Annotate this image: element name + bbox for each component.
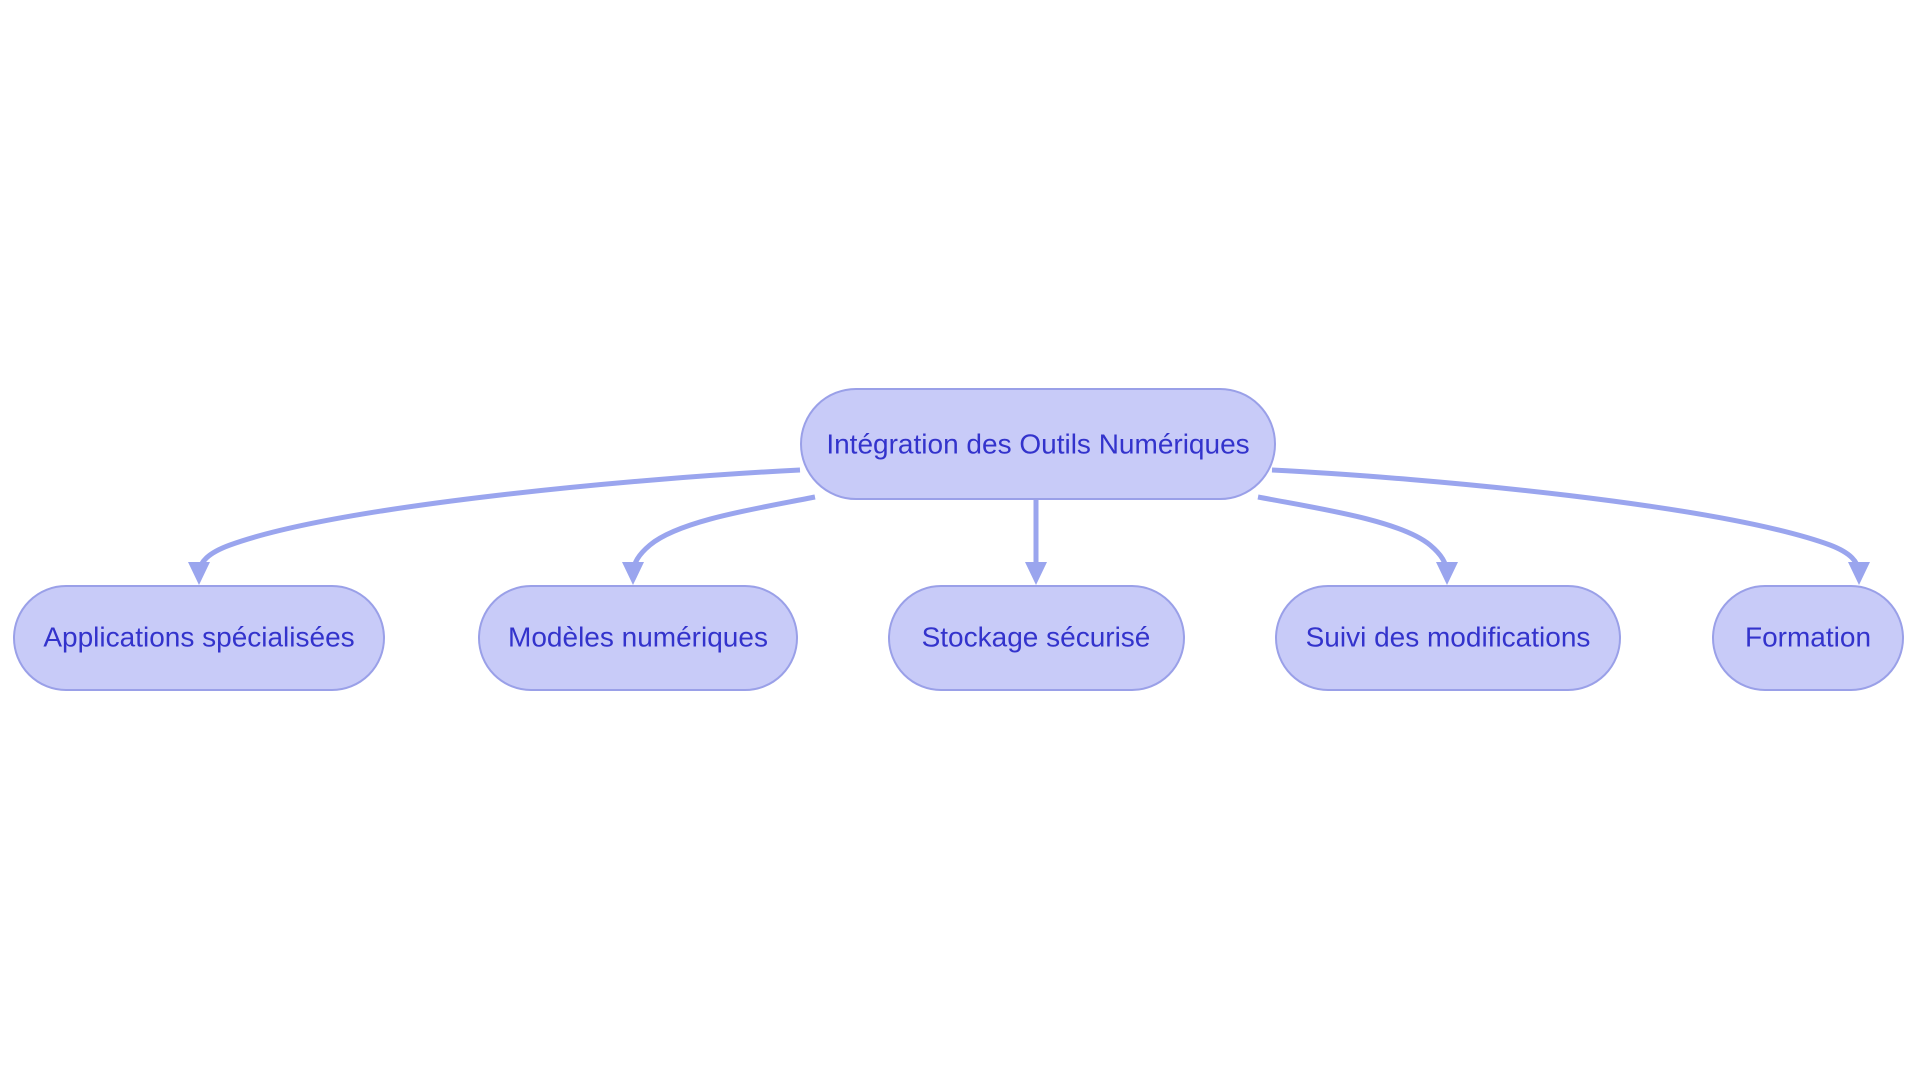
arrowhead-icon <box>1436 562 1458 585</box>
edge-line <box>630 494 816 573</box>
node-suivi-des-modifications[interactable]: Suivi des modifications <box>1275 585 1621 691</box>
node-label: Modèles numériques <box>508 621 768 652</box>
node-modeles-numeriques[interactable]: Modèles numériques <box>478 585 798 691</box>
node-shape[interactable] <box>888 585 1185 691</box>
node-root-shape[interactable] <box>800 388 1276 500</box>
node-label: Stockage sécurisé <box>922 621 1151 652</box>
node-label: Suivi des modifications <box>1306 621 1591 652</box>
node-shape[interactable] <box>13 585 385 691</box>
node-root-label: Intégration des Outils Numériques <box>826 428 1249 459</box>
edge-root-to-n5 <box>1271 467 1870 585</box>
node-shape[interactable] <box>1275 585 1621 691</box>
edge-root-to-n3 <box>1025 500 1047 585</box>
arrowhead-icon <box>1848 562 1870 585</box>
node-stockage-securise[interactable]: Stockage sécurisé <box>888 585 1185 691</box>
arrowhead-icon <box>188 562 210 585</box>
node-label: Formation <box>1745 621 1871 652</box>
edge-line <box>196 467 801 573</box>
edge-root-to-n1 <box>188 467 801 585</box>
arrowhead-icon <box>622 562 644 585</box>
node-shape[interactable] <box>478 585 798 691</box>
edge-line <box>1257 494 1450 573</box>
arrowhead-icon <box>1025 562 1047 585</box>
edge-root-to-n2 <box>622 494 816 585</box>
edge-group <box>188 467 1870 585</box>
node-label: Applications spécialisées <box>43 621 354 652</box>
node-shape[interactable] <box>1712 585 1904 691</box>
edge-root-to-n4 <box>1257 494 1458 585</box>
node-root[interactable]: Intégration des Outils Numériques <box>800 388 1276 500</box>
node-formation[interactable]: Formation <box>1712 585 1904 691</box>
edge-line <box>1271 467 1862 573</box>
node-applications-specialisees[interactable]: Applications spécialisées <box>13 585 385 691</box>
